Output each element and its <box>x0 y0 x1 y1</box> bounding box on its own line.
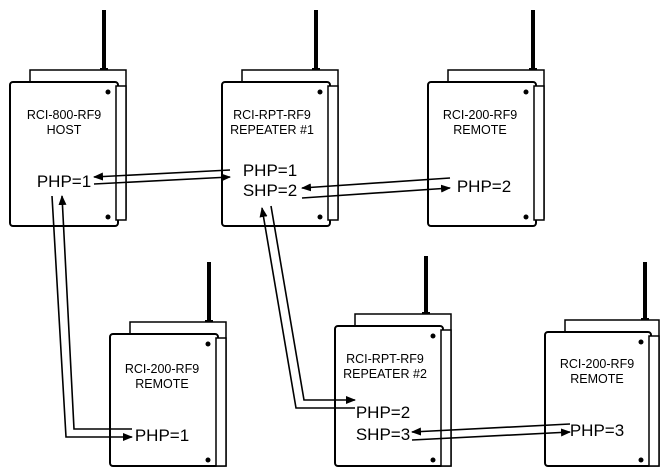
link-host-to-repeater-1 <box>93 169 231 185</box>
port-label-php: PHP=1 <box>135 426 189 445</box>
port-label-php: PHP=1 <box>37 172 91 191</box>
enclosure-icon <box>427 69 545 227</box>
enclosure-icon <box>109 321 227 467</box>
link-repeater-2-to-remote-3 <box>411 423 571 441</box>
device-remote-3: RCI-200-RF9 REMOTE PHP=3 <box>544 262 660 467</box>
link-host-to-remote-2 <box>51 195 133 441</box>
device-role-label: REPEATER #2 <box>343 367 427 381</box>
device-model-label: RCI-200-RF9 <box>560 357 634 371</box>
link-repeater-1-to-remote-1 <box>301 177 451 199</box>
port-label-shp: SHP=3 <box>356 425 410 444</box>
device-role-label: REMOTE <box>453 123 506 137</box>
device-repeater-1: RCI-RPT-RF9 REPEATER #1 PHP=1 SHP=2 <box>221 10 339 227</box>
device-model-label: RCI-RPT-RF9 <box>233 108 311 122</box>
port-label-php: PHP=2 <box>457 177 511 196</box>
device-role-label: HOST <box>47 123 82 137</box>
device-model-label: RCI-200-RF9 <box>125 362 199 376</box>
device-remote-2: RCI-200-RF9 REMOTE PHP=1 <box>109 262 227 467</box>
enclosure-icon <box>221 69 339 227</box>
port-label-php: PHP=1 <box>243 161 297 180</box>
port-label-php: PHP=3 <box>570 421 624 440</box>
device-model-label: RCI-800-RF9 <box>27 108 101 122</box>
device-repeater-2: RCI-RPT-RF9 REPEATER #2 PHP=2 SHP=3 <box>334 256 452 467</box>
device-model-label: RCI-RPT-RF9 <box>346 352 424 366</box>
port-label-shp: SHP=2 <box>243 181 297 200</box>
link-repeater-1-to-repeater-2 <box>259 205 356 409</box>
device-host: RCI-800-RF9 HOST PHP=1 <box>9 10 127 227</box>
enclosure-icon <box>544 319 660 467</box>
device-role-label: REMOTE <box>570 372 623 386</box>
enclosure-icon <box>9 69 127 227</box>
device-remote-1: RCI-200-RF9 REMOTE PHP=2 <box>427 10 545 227</box>
device-role-label: REPEATER #1 <box>230 123 314 137</box>
port-label-php: PHP=2 <box>356 403 410 422</box>
device-model-label: RCI-200-RF9 <box>443 108 517 122</box>
device-role-label: REMOTE <box>135 377 188 391</box>
